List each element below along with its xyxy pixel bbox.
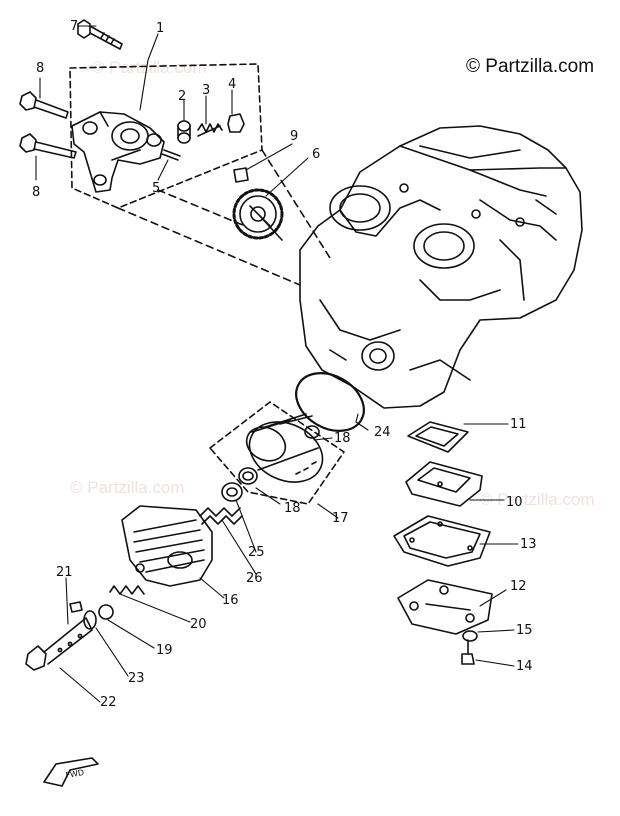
oil-pump-group-outline [69,63,263,209]
gasket-13-part [393,515,491,567]
assembly-line [261,149,331,259]
callout-23: 23 [128,671,145,686]
callout-26: 26 [246,571,263,586]
callout-17: 17 [332,511,349,526]
bolt-8-upper-part [19,91,69,119]
gasket-11-part [407,421,469,453]
copyright-notice: © Partzilla.com [466,56,595,77]
spring-20-part [109,585,145,595]
callout-18-lower: 18 [284,501,301,516]
callout-8-lower: 8 [32,185,40,200]
callout-9: 9 [290,129,298,144]
o-ring-18-upper [304,425,320,439]
callout-10: 10 [506,495,523,510]
callout-8-upper: 8 [36,61,44,76]
callout-1: 1 [156,21,164,36]
washer-15-part [462,630,478,642]
watermark-top: © Partzilla.com [92,58,207,77]
callout-labels: 7 1 8 2 3 4 9 6 5 8 11 24 18 10 18 17 13… [32,19,537,780]
crankcase-part [299,125,583,409]
fwd-label: FWD [65,768,85,780]
callout-12: 12 [510,579,527,594]
spring-26-part [199,507,243,525]
callout-19: 19 [156,643,173,658]
callout-4: 4 [228,77,236,92]
assembly-line [117,207,301,286]
callout-15: 15 [516,623,533,638]
callout-18-upper: 18 [334,431,351,446]
callout-16: 16 [222,593,239,608]
callout-25: 25 [248,545,265,560]
oil-filter-group-outline [209,401,345,505]
callout-24: 24 [374,425,391,440]
o-ring-24-part [295,372,365,432]
callout-3: 3 [202,83,210,98]
watermark-left: © Partzilla.com [70,478,185,497]
ball-19-part [98,604,114,620]
callout-11: 11 [510,417,527,432]
forward-arrow-icon [43,757,99,787]
oil-pump-body [71,111,165,193]
callout-21: 21 [56,565,73,580]
cover-10-part [405,461,483,507]
cover-plate-12-part [397,579,493,635]
bolt-7-part [77,19,123,50]
screw-9 [233,167,249,183]
o-ring-18-lower [238,467,258,485]
callout-22: 22 [100,695,117,710]
clip-21-part [69,601,83,613]
callout-13: 13 [520,537,537,552]
callout-14: 14 [516,659,533,674]
filter-cover-16-part [121,505,213,587]
callout-7: 7 [70,19,78,34]
pin-5 [161,149,181,161]
callout-6: 6 [312,147,320,162]
callout-5: 5 [152,181,160,196]
callout-20: 20 [190,617,207,632]
callout-2: 2 [178,89,186,104]
pump-plunger-2 [177,120,191,144]
washer-25-part [221,482,243,502]
leader-lines [35,25,519,703]
assembly-line [157,189,246,227]
bolt-14-part [461,639,475,665]
sprocket-6-part [232,188,284,241]
bolt-22-part [25,617,93,671]
spring-3 [197,123,223,137]
bolt-8-lower-part [19,133,77,159]
oil-filter-element-part [245,413,324,483]
plug-4 [227,113,245,133]
watermark-right: © Partzilla.com [480,490,595,509]
